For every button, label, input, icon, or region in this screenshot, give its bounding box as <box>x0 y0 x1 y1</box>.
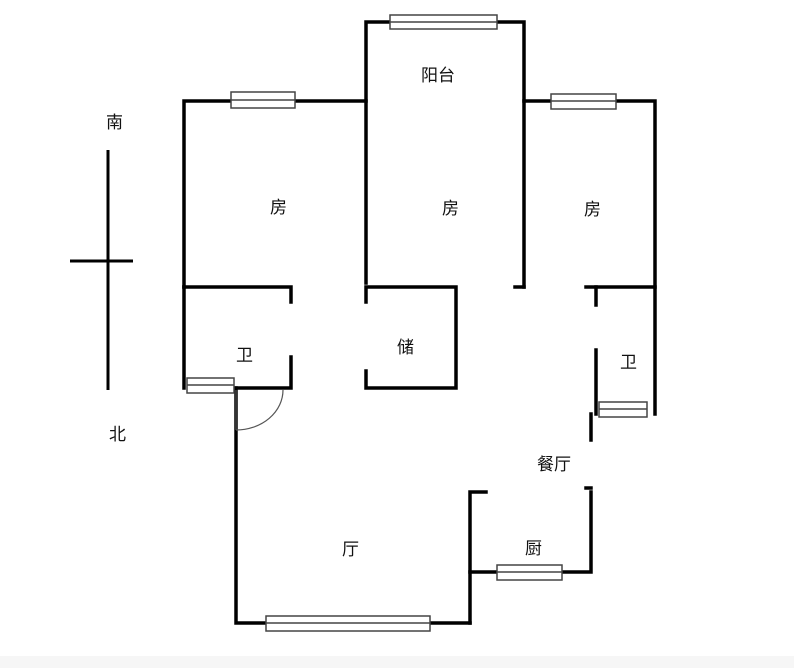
wall-kitchen-right <box>468 490 593 574</box>
room-label-bedroom-left: 房 <box>270 198 287 218</box>
door-left-bath <box>235 389 284 431</box>
window-kitchen <box>496 564 563 581</box>
compass <box>70 150 133 390</box>
room-label-bath-right: 卫 <box>620 353 637 373</box>
window-living <box>265 615 431 632</box>
window-left-bedroom <box>230 91 296 109</box>
room-label-storage: 储 <box>397 338 414 358</box>
room-label-bedroom-middle: 房 <box>442 199 459 219</box>
window-right-bath <box>598 401 648 418</box>
room-label-bedroom-right: 房 <box>584 200 601 220</box>
window-right-bedroom <box>550 93 617 110</box>
wall-storage-top <box>364 285 458 390</box>
compass-south-label: 南 <box>106 113 123 133</box>
room-label-bath-left: 卫 <box>236 346 253 366</box>
wall-kitchen-left <box>468 490 488 625</box>
window-left-bath <box>186 377 235 394</box>
walls <box>182 20 657 625</box>
wall-left-bath-bottom <box>234 355 293 390</box>
compass-north-label: 北 <box>109 425 126 445</box>
wall-left-bedroom <box>182 99 368 289</box>
room-label-dining: 餐厅 <box>537 455 571 475</box>
wall-living <box>234 386 472 625</box>
room-label-balcony: 阳台 <box>421 66 455 86</box>
windows <box>186 14 648 632</box>
footer-strip <box>0 656 794 668</box>
window-balcony <box>389 14 498 30</box>
wall-left-bath-top <box>182 285 293 304</box>
room-label-kitchen: 厨 <box>525 539 542 559</box>
room-label-living: 厅 <box>342 540 359 560</box>
